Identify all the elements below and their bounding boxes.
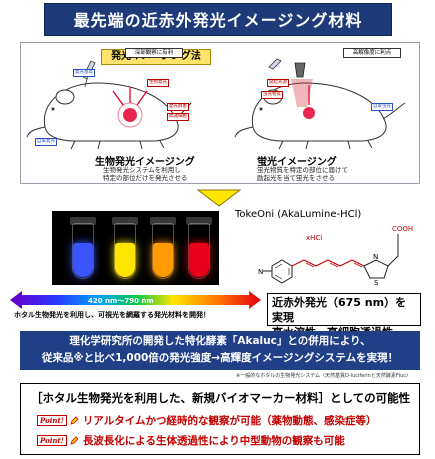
pencil-icon xyxy=(70,416,79,425)
point-row-1: Point! リアルタイムかつ経時的な観察が可能（薬物動態、感染症等） xyxy=(37,413,377,428)
akaluc-footnote: ※一般的なホタルの生物発光システム（天然基質D-luciferinと天然酵素Fl… xyxy=(236,373,412,379)
fluor-label-autofluor: 自家蛍光 xyxy=(371,103,393,111)
fluor-mouse-illustration xyxy=(234,58,406,150)
spectrum-caption: ホタル生物発光を利用し、可視光を網羅する発光材料を開発！ xyxy=(14,311,210,319)
compound-thiazole-n: N xyxy=(373,253,378,261)
point-text-1: リアルタイムかつ経時的な観察が可能（薬物動態、感染症等） xyxy=(82,415,377,427)
fluor-label-dye: 蛍光物質 xyxy=(261,91,283,99)
compound-structure: xHCl COOH N S N xyxy=(258,225,413,287)
vial-yellow xyxy=(112,217,138,281)
spectrum-arrow xyxy=(10,291,261,309)
vial-orange-glow xyxy=(153,243,173,277)
point-badge-2: Point! xyxy=(37,435,67,446)
akaluc-line-2: 従来品※と比べ1,000倍の発光強度→高輝度イメージングシステムを実現！ xyxy=(41,352,399,364)
down-arrow-icon xyxy=(196,189,242,207)
possibility-box: ［ホタル生物発光を利用した、新規バイオマーカー材料］としての可能性 Point!… xyxy=(20,383,420,455)
compound-thiazole-s: S xyxy=(374,279,379,287)
bio-desc-1: 生物発光システムを利用し xyxy=(103,166,181,174)
vial-blue xyxy=(70,217,96,281)
compound-name: TokeOni (AkaLumine-HCl) xyxy=(235,209,362,220)
bio-label-emission: 生物発光 xyxy=(147,79,169,87)
point-row-2: Point! 長波長化による生体透過性により中型動物の観察も可能 xyxy=(37,433,345,448)
fluor-desc-1: 蛍光物質を特定の部位に届けて xyxy=(257,166,348,174)
possibility-title: ［ホタル生物発光を利用した、新規バイオマーカー材料］としての可能性 xyxy=(31,391,411,405)
bio-title: 生物発光イメージング xyxy=(95,157,195,168)
vial-red-glow xyxy=(189,243,209,277)
compound-amine: N xyxy=(258,268,263,276)
vial-orange xyxy=(150,217,176,281)
fluor-desc-2: 励起光を当て蛍光をさせる xyxy=(257,174,335,182)
compound-salt: xHCl xyxy=(306,234,322,242)
compound-cooh: COOH xyxy=(392,225,413,233)
pencil-icon xyxy=(70,436,79,445)
bio-label-autolum: 自家発光 xyxy=(35,138,57,146)
point-text-2: 長波長化による生体透過性により中型動物の観察も可能 xyxy=(82,435,345,447)
vials-photo xyxy=(52,211,219,285)
nir-line-1: 近赤外発光（675 nm）を実現 xyxy=(272,296,407,324)
akaluc-line-1: 理化学研究所の開発した特化酵素「Akaluc」との併用により、 xyxy=(69,335,371,347)
fluor-title: 蛍光イメージング xyxy=(257,157,337,168)
spectrum-range-label: 420 nm〜790 nm xyxy=(88,297,154,305)
vial-yellow-glow xyxy=(115,243,135,277)
bio-callout: 深部観察に有利 xyxy=(125,48,183,58)
akaluc-banner: 理化学研究所の開発した特化酵素「Akaluc」との併用により、 従来品※と比べ1… xyxy=(20,331,420,370)
fluor-callout: 高解像度に利点 xyxy=(343,48,401,58)
vial-blue-glow xyxy=(73,243,93,277)
nir-result-box: 近赤外発光（675 nm）を実現 高水溶性、高細胞透過性 xyxy=(267,293,421,339)
bio-label-substrate: 発光基質 xyxy=(73,69,95,77)
page-title: 最先端の近赤外発光イメージング材料 xyxy=(44,3,392,36)
point-badge-1: Point! xyxy=(37,415,67,426)
imaging-method-panel: 発光イメージング法 深部観察に有利 発光基質 生物発光 発光酵素 標識細胞 自家… xyxy=(20,42,420,184)
bio-label-enzyme: 発光酵素 xyxy=(167,103,189,111)
fluor-label-light: 励起光源 xyxy=(267,79,289,87)
vial-red xyxy=(186,217,212,281)
bio-label-cells: 標識細胞 xyxy=(167,113,189,121)
bio-desc-2: 特定の部位だけを発光させる xyxy=(103,174,188,182)
